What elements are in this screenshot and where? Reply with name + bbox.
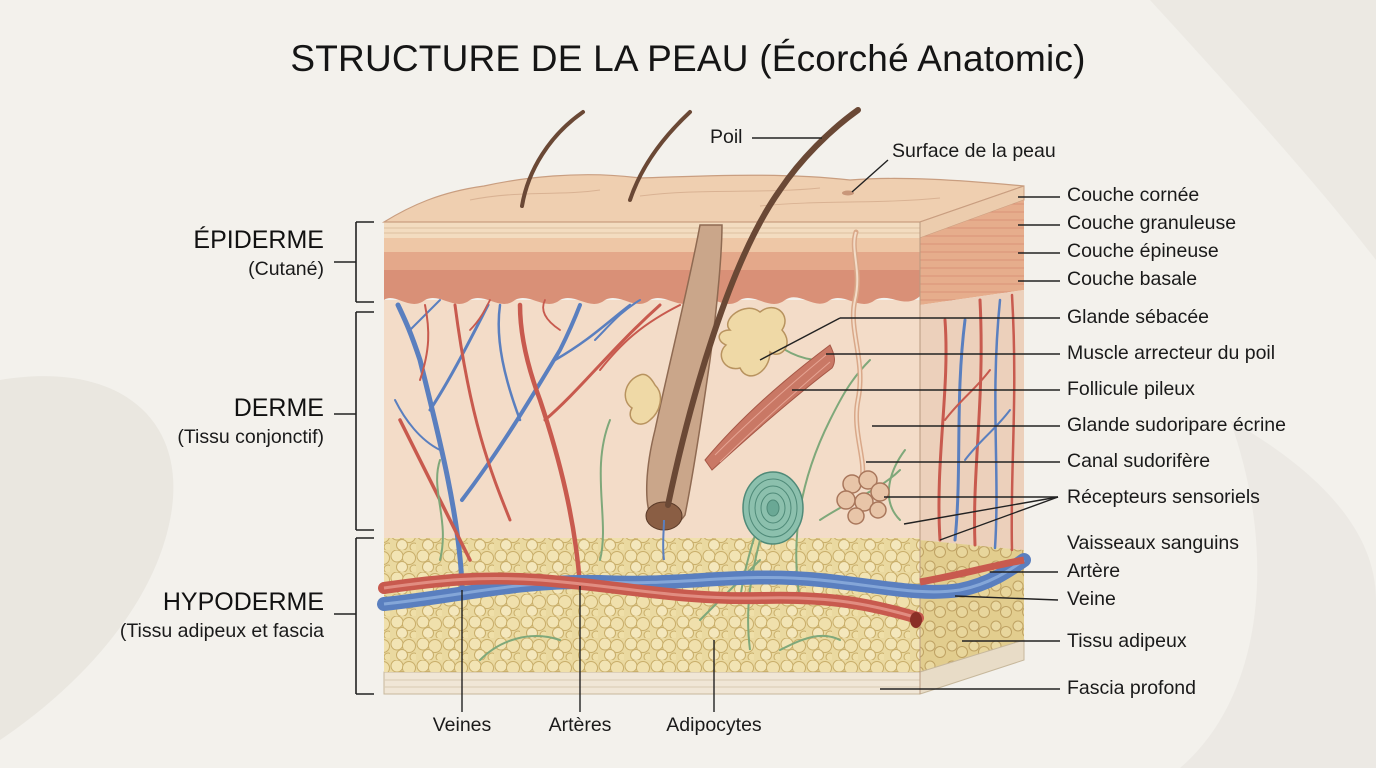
spinous-layer (384, 252, 920, 270)
label-stratum-basale: Couche basale (1067, 268, 1198, 290)
sebaceous-gland (718, 306, 788, 377)
label-stratum-corneum: Couche cornée (1067, 184, 1200, 206)
layer-sub-dermis: (Tissu conjonctif) (177, 426, 324, 448)
label-adipocytes: Adipocytes (666, 714, 762, 736)
background-swoosh (0, 376, 174, 740)
fascia-layer (383, 671, 921, 695)
hair-shaft (520, 110, 585, 208)
label-sensory-receptors: Récepteurs sensoriels (1067, 486, 1260, 508)
granular-layer (384, 238, 920, 252)
label-hair: Poil (710, 126, 743, 148)
label-stratum-spinosum: Couche épineuse (1067, 240, 1219, 262)
layer-brackets (334, 221, 374, 695)
hair-shaft (628, 110, 692, 202)
label-vein: Veine (1067, 588, 1116, 610)
leader-lines (461, 137, 1060, 712)
side-artery (919, 556, 1025, 586)
background-swoosh (1180, 420, 1376, 768)
diagram-title: STRUCTURE DE LA PEAU (Écorché Anatomic) (290, 38, 1086, 79)
sebaceous-gland (624, 373, 662, 425)
hair-papilla (662, 519, 665, 561)
side-dermis (920, 290, 1024, 550)
eccrine-sweat-gland (836, 470, 890, 525)
label-artery: Artère (1067, 560, 1121, 582)
label-sweat-duct: Canal sudorifère (1067, 450, 1211, 472)
arrector-pili-muscle (704, 344, 835, 471)
label-deep-fascia: Fascia profond (1067, 677, 1196, 699)
layer-name-epidermis: ÉPIDERME (193, 226, 324, 254)
label-blood-vessels: Vaisseaux sanguins (1067, 532, 1239, 554)
label-arrector-pili: Muscle arrecteur du poil (1067, 342, 1276, 364)
label-stratum-granulosum: Couche granuleuse (1067, 212, 1237, 234)
label-adipose-tissue: Tissu adipeux (1067, 630, 1187, 652)
dermis-artery-tree (398, 299, 681, 588)
layer-name-hypodermis: HYPODERME (162, 588, 324, 616)
label-veins: Veines (432, 714, 492, 736)
skin-surface (381, 174, 1025, 223)
main-hair-shaft (665, 107, 861, 508)
label-sebaceous-gland: Glande sébacée (1067, 306, 1210, 328)
layer-sub-epidermis: (Cutané) (248, 258, 324, 280)
corneum-layer (384, 222, 920, 238)
layer-sub-hypodermis: (Tissu adipeux et fascia (119, 620, 324, 642)
layer-name-dermis: DERME (233, 394, 324, 422)
sweat-pore (842, 190, 854, 196)
label-arteries: Artères (548, 714, 612, 736)
label-eccrine-gland: Glande sudoripare écrine (1067, 414, 1286, 436)
sensory-receptor (742, 471, 804, 651)
side-epidermis (920, 200, 1024, 305)
label-hair-follicle: Follicule pileux (1067, 378, 1195, 400)
label-skin-surface: Surface de la peau (892, 140, 1056, 162)
basal-layer (384, 268, 920, 304)
artery-cross-section (910, 612, 922, 628)
background-swoosh (1150, 0, 1376, 260)
